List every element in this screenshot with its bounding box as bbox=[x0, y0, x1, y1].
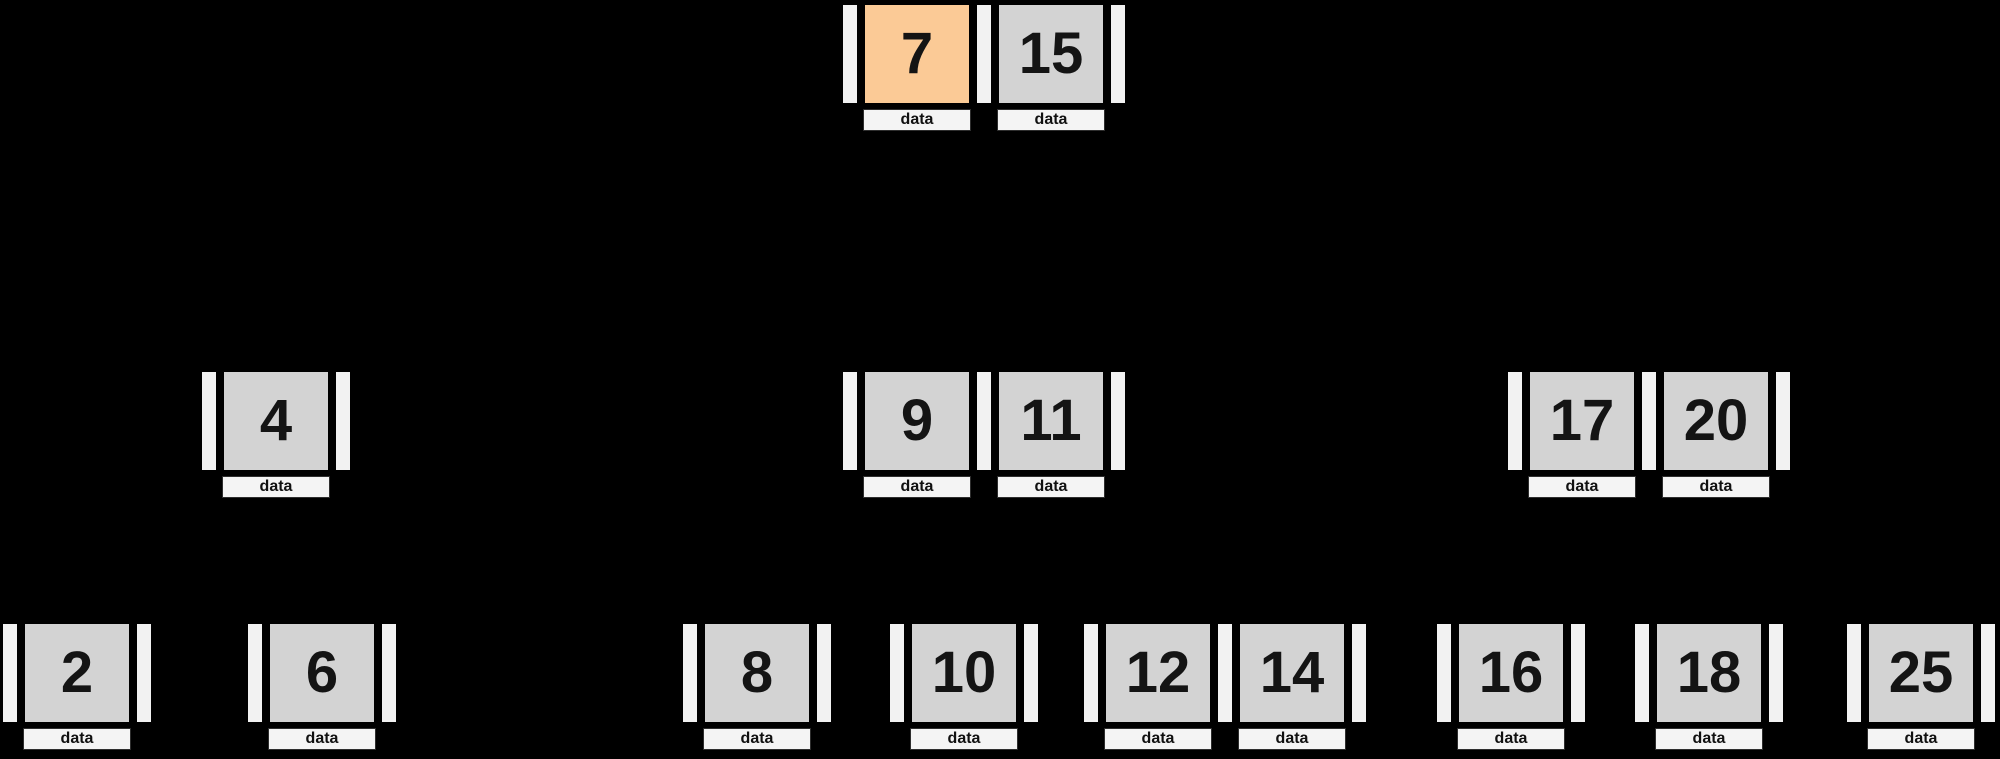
child-pointer-slot bbox=[382, 624, 396, 722]
child-pointer-slot bbox=[248, 624, 262, 722]
key-column: 2 data bbox=[23, 622, 131, 750]
btree-node-4: 4 data bbox=[202, 370, 350, 498]
key-cell-20: 20 bbox=[1662, 370, 1770, 472]
key-cell-10: 10 bbox=[910, 622, 1018, 724]
data-pointer-label: data bbox=[23, 728, 131, 750]
btree-node-7-15: 7 data 15 data bbox=[843, 3, 1125, 131]
key-column: 9 data bbox=[863, 370, 971, 498]
child-pointer-slot bbox=[1508, 372, 1522, 470]
data-pointer-label: data bbox=[1662, 476, 1770, 498]
data-pointer-label: data bbox=[703, 728, 811, 750]
child-pointer-slot bbox=[336, 372, 350, 470]
data-pointer-label: data bbox=[997, 109, 1105, 131]
key-column: 7 data bbox=[863, 3, 971, 131]
child-pointer-slot bbox=[1352, 624, 1366, 722]
key-column: 8 data bbox=[703, 622, 811, 750]
btree-node-2: 2 data bbox=[3, 622, 151, 750]
data-pointer-label: data bbox=[1528, 476, 1636, 498]
btree-node-9-11: 9 data 11 data bbox=[843, 370, 1125, 498]
data-pointer-label: data bbox=[268, 728, 376, 750]
key-cell-8: 8 bbox=[703, 622, 811, 724]
key-cell-4: 4 bbox=[222, 370, 330, 472]
btree-node-16: 16 data bbox=[1437, 622, 1585, 750]
child-pointer-slot bbox=[843, 5, 857, 103]
child-pointer-slot bbox=[1847, 624, 1861, 722]
key-column: 14 data bbox=[1238, 622, 1346, 750]
key-cell-15: 15 bbox=[997, 3, 1105, 105]
key-cell-18: 18 bbox=[1655, 622, 1763, 724]
btree-node-25: 25 data bbox=[1847, 622, 1995, 750]
btree-node-17-20: 17 data 20 data bbox=[1508, 370, 1790, 498]
key-column: 20 data bbox=[1662, 370, 1770, 498]
key-cell-12: 12 bbox=[1104, 622, 1212, 724]
key-cell-16: 16 bbox=[1457, 622, 1565, 724]
key-column: 15 data bbox=[997, 3, 1105, 131]
data-pointer-label: data bbox=[997, 476, 1105, 498]
child-pointer-slot bbox=[137, 624, 151, 722]
key-column: 12 data bbox=[1104, 622, 1212, 750]
key-column: 11 data bbox=[997, 370, 1105, 498]
key-column: 4 data bbox=[222, 370, 330, 498]
key-column: 16 data bbox=[1457, 622, 1565, 750]
data-pointer-label: data bbox=[222, 476, 330, 498]
child-pointer-slot bbox=[977, 5, 991, 103]
data-pointer-label: data bbox=[1238, 728, 1346, 750]
data-pointer-label: data bbox=[1104, 728, 1212, 750]
data-pointer-label: data bbox=[1655, 728, 1763, 750]
data-pointer-label: data bbox=[863, 109, 971, 131]
key-column: 17 data bbox=[1528, 370, 1636, 498]
child-pointer-slot bbox=[1769, 624, 1783, 722]
child-pointer-slot bbox=[977, 372, 991, 470]
child-pointer-slot bbox=[1776, 372, 1790, 470]
child-pointer-slot bbox=[1981, 624, 1995, 722]
child-pointer-slot bbox=[817, 624, 831, 722]
child-pointer-slot bbox=[1111, 5, 1125, 103]
key-column: 25 data bbox=[1867, 622, 1975, 750]
child-pointer-slot bbox=[683, 624, 697, 722]
key-cell-14: 14 bbox=[1238, 622, 1346, 724]
btree-node-18: 18 data bbox=[1635, 622, 1783, 750]
child-pointer-slot bbox=[1024, 624, 1038, 722]
key-column: 18 data bbox=[1655, 622, 1763, 750]
child-pointer-slot bbox=[1571, 624, 1585, 722]
key-cell-25: 25 bbox=[1867, 622, 1975, 724]
btree-node-8: 8 data bbox=[683, 622, 831, 750]
key-cell-2: 2 bbox=[23, 622, 131, 724]
child-pointer-slot bbox=[1635, 624, 1649, 722]
key-cell-6: 6 bbox=[268, 622, 376, 724]
key-cell-17: 17 bbox=[1528, 370, 1636, 472]
child-pointer-slot bbox=[890, 624, 904, 722]
data-pointer-label: data bbox=[1457, 728, 1565, 750]
data-pointer-label: data bbox=[1867, 728, 1975, 750]
child-pointer-slot bbox=[202, 372, 216, 470]
child-pointer-slot bbox=[1111, 372, 1125, 470]
key-column: 10 data bbox=[910, 622, 1018, 750]
child-pointer-slot bbox=[1084, 624, 1098, 722]
data-pointer-label: data bbox=[910, 728, 1018, 750]
key-cell-11: 11 bbox=[997, 370, 1105, 472]
btree-node-12-14: 12 data 14 data bbox=[1084, 622, 1366, 750]
key-cell-9: 9 bbox=[863, 370, 971, 472]
child-pointer-slot bbox=[1218, 624, 1232, 722]
child-pointer-slot bbox=[1437, 624, 1451, 722]
btree-node-10: 10 data bbox=[890, 622, 1038, 750]
child-pointer-slot bbox=[1642, 372, 1656, 470]
child-pointer-slot bbox=[843, 372, 857, 470]
child-pointer-slot bbox=[3, 624, 17, 722]
key-column: 6 data bbox=[268, 622, 376, 750]
key-cell-7: 7 bbox=[863, 3, 971, 105]
btree-node-6: 6 data bbox=[248, 622, 396, 750]
data-pointer-label: data bbox=[863, 476, 971, 498]
